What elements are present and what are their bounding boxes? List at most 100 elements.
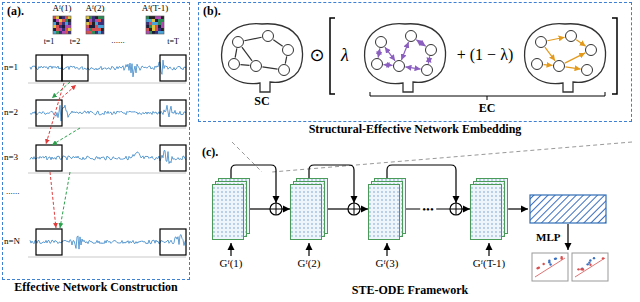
- arrow-line: [488, 243, 489, 256]
- brain-link: [416, 40, 425, 47]
- scatter-plot: [532, 253, 568, 281]
- matrix-cell: [86, 22, 89, 25]
- matrix-cell: [161, 31, 164, 34]
- brain-region: [554, 61, 565, 72]
- brain-link: [565, 53, 585, 63]
- bold-signals: [30, 60, 186, 249]
- edge-label: •••: [420, 201, 436, 217]
- region-label: n=2: [4, 107, 18, 117]
- matrix-cell: [53, 16, 56, 19]
- matrix-cell: [56, 28, 59, 31]
- svg-line: [28, 128, 186, 129]
- matrix-cell: [161, 16, 164, 19]
- sum-cross: [270, 203, 282, 215]
- data-point: [582, 268, 584, 270]
- svg-path: [46, 83, 64, 144]
- network-label: EC: [479, 102, 496, 116]
- weight-symbol: λ: [341, 45, 349, 66]
- matrix-cell: [86, 25, 89, 28]
- brain-region: [233, 37, 244, 48]
- matrix-cell: [59, 25, 62, 28]
- graph-input-label: Gᶠ(3): [375, 257, 398, 270]
- matrix-cell: [68, 22, 71, 25]
- matrix-cell: [92, 16, 95, 19]
- matrix-cell: [95, 25, 98, 28]
- brain-region: [586, 45, 597, 56]
- matrix-cell: [98, 28, 101, 31]
- sum-symbol: [450, 203, 462, 215]
- brain-link: [385, 47, 395, 61]
- matrix-cell: [152, 28, 155, 31]
- panel-caption: Structural-Effective Network Embedding: [309, 123, 522, 137]
- brain-link: [378, 48, 380, 57]
- input-arrow: [212, 241, 250, 257]
- brain-region: [229, 59, 240, 70]
- brain-region: [532, 59, 543, 70]
- svg-path: [52, 82, 70, 98]
- matrix-cell: [101, 25, 104, 28]
- matrix-cell: [62, 16, 65, 19]
- matrix-cell: [146, 22, 149, 25]
- matrix-cell: [62, 31, 65, 34]
- row-axes: [28, 83, 186, 257]
- brain-region: [536, 37, 547, 48]
- matrix-cell: [155, 16, 158, 19]
- matrix-cell: [89, 31, 92, 34]
- matrix-cell: [95, 22, 98, 25]
- feature-stack: [212, 178, 250, 240]
- brain-outline: [365, 24, 446, 92]
- data-point: [555, 257, 557, 259]
- matrix-label: Aᶠ(1): [53, 3, 72, 13]
- feature-stack: [470, 178, 508, 240]
- brain-region: [566, 31, 577, 42]
- time-label: t=T: [167, 37, 179, 46]
- svg-line: [28, 173, 186, 174]
- matrix-cell: [161, 28, 164, 31]
- time-window: [160, 229, 186, 255]
- matrix-cell: [56, 25, 59, 28]
- feature-stack: [368, 178, 406, 240]
- matrix-label: Aᶠ(2): [86, 3, 105, 13]
- brain-region: [406, 31, 417, 42]
- panel-tag: (c).: [202, 146, 218, 160]
- data-point: [554, 258, 556, 260]
- stack-block: Gᶠ(2): [290, 178, 328, 274]
- time-window: [36, 55, 62, 81]
- matrix-cell: [65, 19, 68, 22]
- brain-region: [251, 61, 262, 72]
- brain-link: [565, 67, 580, 69]
- time-window: [36, 145, 62, 171]
- matrix-cell: [89, 25, 92, 28]
- matrix-cell: [155, 28, 158, 31]
- matrix-cell: [101, 22, 104, 25]
- matrix-cell: [101, 28, 104, 31]
- fit-line: [535, 258, 565, 277]
- brain-outline: [525, 24, 606, 92]
- matrix-cell: [149, 16, 152, 19]
- matrix-cell: [86, 31, 89, 34]
- brain-link: [273, 40, 282, 47]
- sum-symbol: [270, 203, 282, 215]
- matrix-cell: [152, 19, 155, 22]
- brain-link: [242, 47, 252, 61]
- matrix-cell: [149, 31, 152, 34]
- matrix-frame: [53, 16, 71, 34]
- matrix-cell: [62, 22, 65, 25]
- data-point: [538, 266, 540, 268]
- data-point: [581, 268, 583, 270]
- svg-path: [232, 142, 262, 172]
- module-label: MLP: [536, 231, 560, 244]
- matrix-cell: [89, 28, 92, 31]
- matrix-cell: [92, 22, 95, 25]
- matrix-cell: [62, 19, 65, 22]
- matrix-cell: [98, 19, 101, 22]
- matrix-cell: [146, 16, 149, 19]
- matrix-cell: [53, 22, 56, 25]
- operator-symbol: ⊙: [309, 45, 324, 66]
- dependency-arrows: [46, 82, 80, 228]
- brain-link: [576, 40, 585, 47]
- matrix-cell: [98, 22, 101, 25]
- scatter-points: [535, 256, 605, 277]
- matrix-cell: [98, 16, 101, 19]
- matrix-cell: [152, 31, 155, 34]
